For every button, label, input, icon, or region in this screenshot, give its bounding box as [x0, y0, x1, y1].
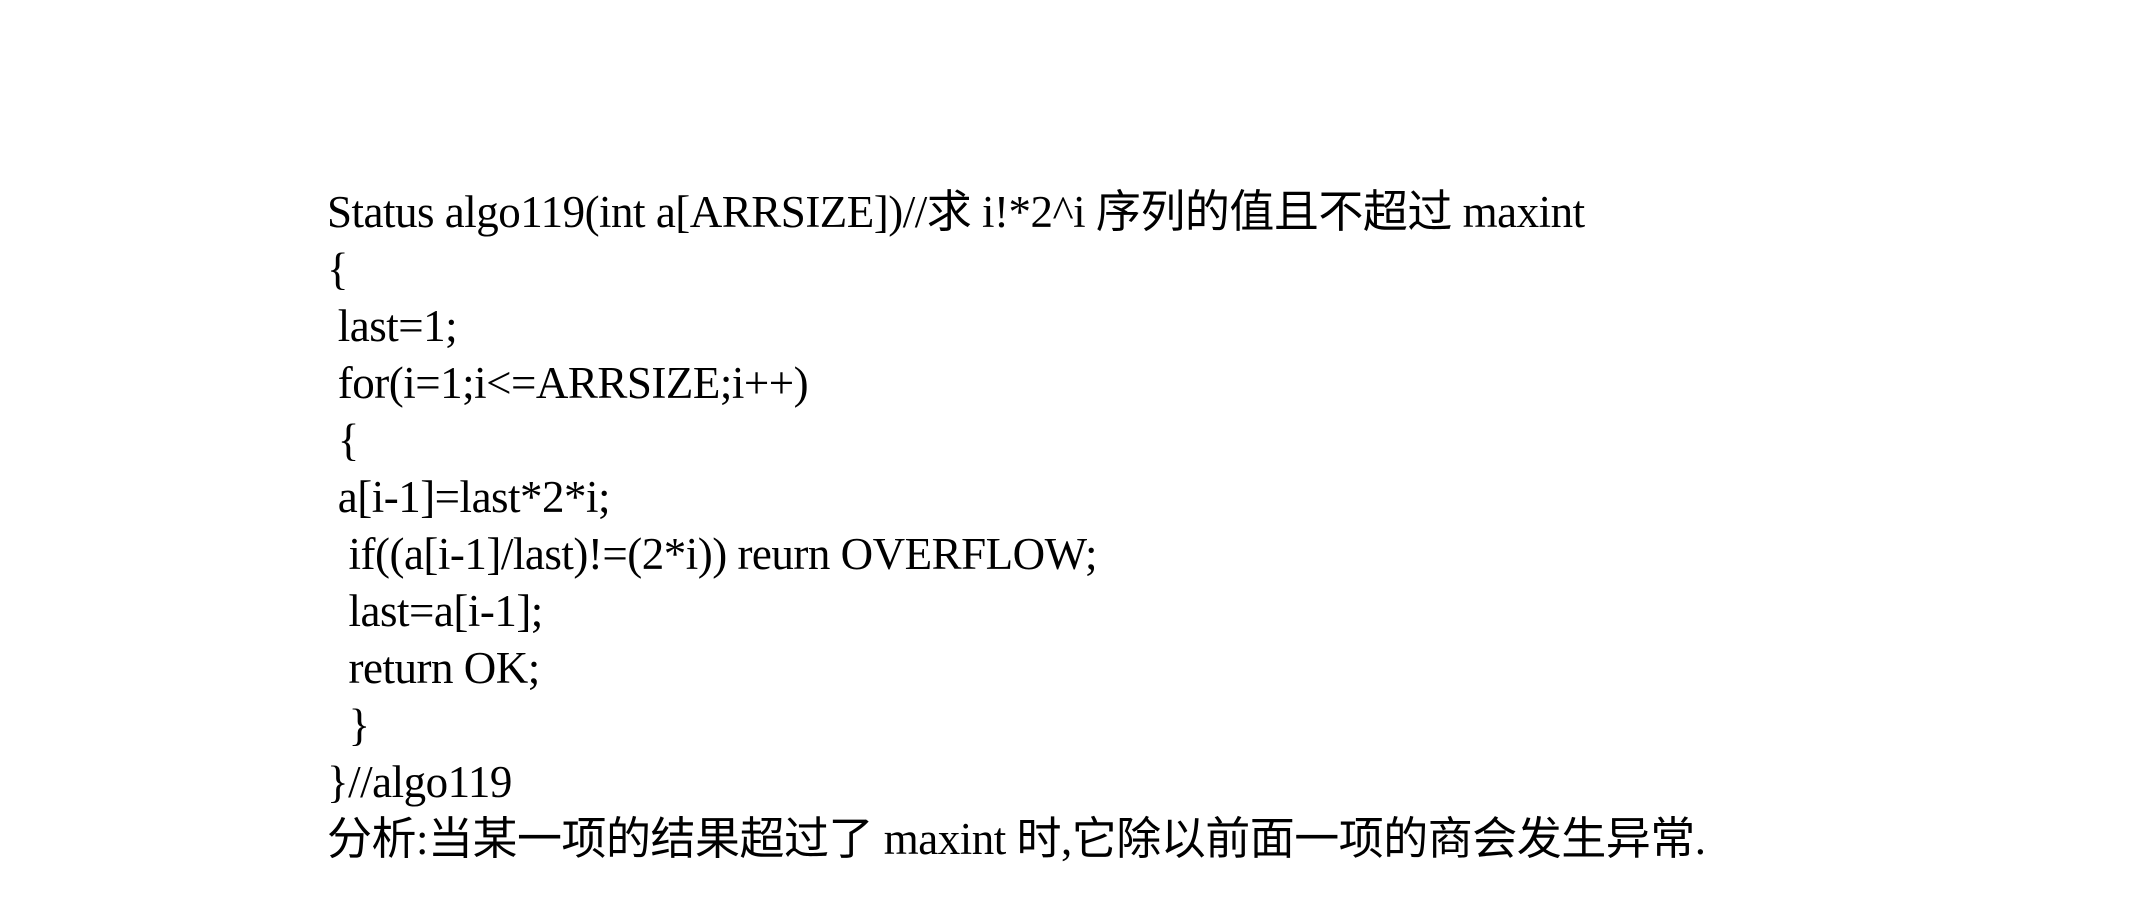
- code-line-return: return OK;: [327, 643, 541, 693]
- code-line-update-last: last=a[i-1];: [327, 586, 544, 636]
- code-line-loop-open-brace: {: [327, 415, 360, 465]
- code-line-signature: Status algo119(int a[ARRSIZE])//求 i!*2^i…: [327, 187, 1585, 237]
- code-line-for-loop: for(i=1;i<=ARRSIZE;i++): [327, 358, 809, 408]
- code-line-assign: a[i-1]=last*2*i;: [327, 472, 611, 522]
- code-line-overflow-check: if((a[i-1]/last)!=(2*i)) reurn OVERFLOW;: [327, 529, 1098, 579]
- code-line-close-brace: }//algo119: [327, 757, 512, 807]
- code-line-loop-close-brace: }: [327, 700, 371, 750]
- code-document: Status algo119(int a[ARRSIZE])//求 i!*2^i…: [327, 184, 2107, 868]
- code-line-open-brace: {: [327, 244, 349, 294]
- code-line-init-last: last=1;: [327, 301, 458, 351]
- analysis-text: 分析:当某一项的结果超过了 maxint 时,它除以前面一项的商会发生异常.: [327, 814, 1706, 864]
